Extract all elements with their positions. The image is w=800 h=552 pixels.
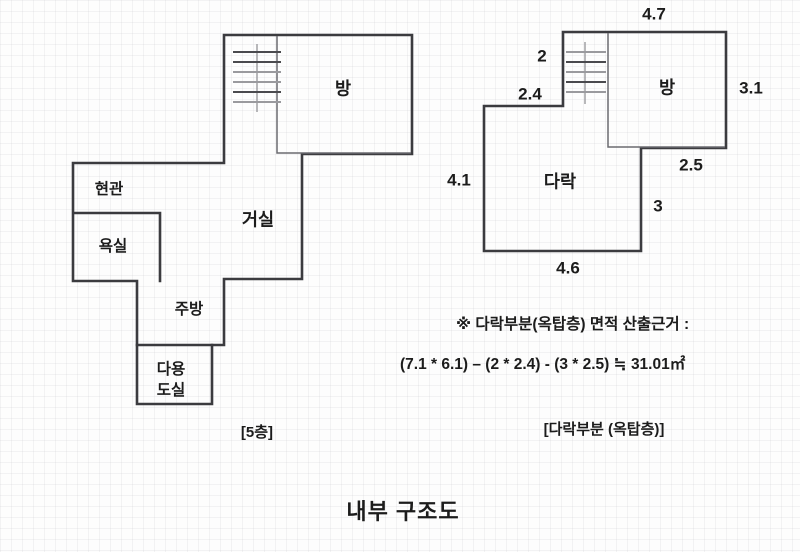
attic-room-partition [607, 33, 725, 148]
dimension-label-left: 4.1 [447, 170, 471, 189]
room-label-yoksil: 욕실 [99, 237, 128, 255]
fifth-floor-room-partition [276, 36, 411, 154]
area-calculation-note: ※ 다락부분(옥탑층) 면적 산출근거 : (7.1 * 6.1) – (2 *… [400, 314, 689, 373]
note-heading: ※ 다락부분(옥탑층) 면적 산출근거 : [456, 314, 689, 333]
caption-attic-rooftop: [다락부분 (옥탑층)] [544, 420, 665, 438]
room-label-dayongdosil-line1: 다용 [157, 360, 186, 378]
dimension-label-notch-side: 3 [653, 196, 662, 215]
fifth-floor-bathroom-partition [72, 211, 162, 283]
note-formula: (7.1 * 6.1) – (2 * 2.4) - (3 * 2.5) ≒ 31… [400, 354, 686, 373]
plan-fifth-floor: 방 현관 욕실 거실 주방 다용 도실 [5층] [71, 33, 414, 441]
room-label-bang-attic: 방 [659, 78, 675, 98]
page-title: 내부 구조도 [346, 499, 459, 524]
room-label-bang-5f: 방 [335, 79, 351, 99]
dimension-label-top: 4.7 [642, 4, 666, 23]
room-label-hyeongwan: 현관 [95, 179, 124, 198]
attic-staircase-icon [566, 42, 606, 104]
dimension-label-bottom: 4.6 [556, 258, 580, 277]
room-label-dayongdosil-line2: 도실 [157, 381, 186, 399]
fifth-floor-staircase-icon [233, 44, 281, 112]
dimension-label-upper-left: 2.4 [518, 84, 542, 103]
caption-fifth-floor: [5층] [241, 424, 273, 441]
room-label-geosil: 거실 [242, 210, 274, 230]
room-label-darak: 다락 [544, 172, 576, 192]
room-label-jubang: 주방 [175, 300, 204, 318]
plan-attic-rooftop: 방 다락 4.7 2 2.4 3.1 2.5 3 4.1 4.6 [다락부분 (… [447, 4, 763, 437]
dimension-label-notch-bottom: 2.5 [679, 155, 703, 174]
attic-outer-wall [482, 30, 728, 253]
dimension-label-stair-width: 2 [537, 46, 546, 65]
dimension-label-right: 3.1 [739, 78, 763, 97]
